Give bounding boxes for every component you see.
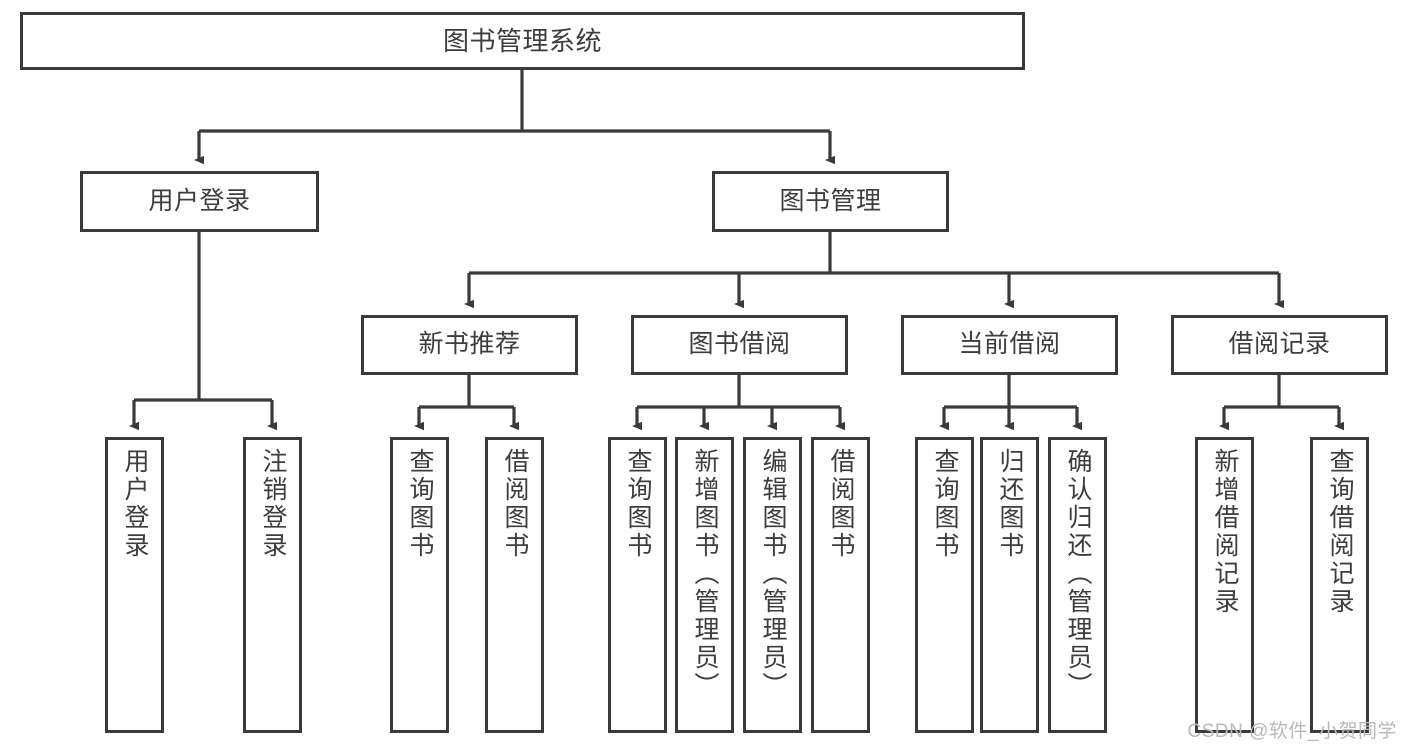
node-label: 注销登录 xyxy=(259,448,287,560)
node-current-borrow[interactable]: 当前借阅 xyxy=(901,315,1118,375)
leaf-current-borrow-query[interactable]: 查询图书 xyxy=(915,437,974,733)
leaf-new-book-query[interactable]: 查询图书 xyxy=(390,437,449,733)
node-label: 借阅图书 xyxy=(827,448,855,560)
node-label: 归还图书 xyxy=(996,448,1024,560)
node-label: 新书推荐 xyxy=(418,330,521,359)
leaf-current-borrow-return[interactable]: 归还图书 xyxy=(980,437,1039,733)
node-label: 编辑图书（管理员） xyxy=(759,448,787,700)
node-label: 借阅图书 xyxy=(501,448,529,560)
node-label: 用户登录 xyxy=(121,448,149,560)
node-label: 图书借阅 xyxy=(688,330,791,359)
node-label: 查询图书 xyxy=(406,448,434,560)
leaf-current-borrow-confirm-return-admin[interactable]: 确认归还（管理员） xyxy=(1048,437,1107,733)
node-book-management[interactable]: 图书管理 xyxy=(712,171,949,232)
node-label: 查询图书 xyxy=(624,448,652,560)
leaf-book-borrow-add-admin[interactable]: 新增图书（管理员） xyxy=(675,437,734,733)
node-label: 新增借阅记录 xyxy=(1211,448,1239,616)
node-label: 确认归还（管理员） xyxy=(1064,448,1092,700)
node-label: 当前借阅 xyxy=(958,330,1061,359)
node-book-borrow[interactable]: 图书借阅 xyxy=(631,315,848,375)
csdn-watermark: CSDN @软件_小贺同学 xyxy=(1187,721,1397,742)
node-new-book-recommend[interactable]: 新书推荐 xyxy=(361,315,578,375)
node-label: 查询图书 xyxy=(931,448,959,560)
leaf-new-book-borrow[interactable]: 借阅图书 xyxy=(485,437,544,733)
node-label: 图书管理系统 xyxy=(442,25,602,56)
node-label: 查询借阅记录 xyxy=(1326,448,1354,616)
node-label: 新增图书（管理员） xyxy=(691,448,719,700)
node-label: 借阅记录 xyxy=(1228,330,1331,359)
node-root-book-management-system[interactable]: 图书管理系统 xyxy=(20,12,1025,70)
leaf-user-login-signin[interactable]: 用户登录 xyxy=(105,437,164,733)
leaf-book-borrow-query[interactable]: 查询图书 xyxy=(608,437,667,733)
leaf-borrow-record-add[interactable]: 新增借阅记录 xyxy=(1195,437,1254,733)
leaf-book-borrow-borrow[interactable]: 借阅图书 xyxy=(811,437,870,733)
leaf-user-login-signout[interactable]: 注销登录 xyxy=(243,437,302,733)
leaf-book-borrow-edit-admin[interactable]: 编辑图书（管理员） xyxy=(743,437,802,733)
leaf-borrow-record-query[interactable]: 查询借阅记录 xyxy=(1310,437,1369,733)
node-label: 用户登录 xyxy=(148,186,251,215)
node-label: 图书管理 xyxy=(779,186,882,215)
node-borrow-record[interactable]: 借阅记录 xyxy=(1171,315,1388,375)
node-user-login[interactable]: 用户登录 xyxy=(80,171,319,232)
